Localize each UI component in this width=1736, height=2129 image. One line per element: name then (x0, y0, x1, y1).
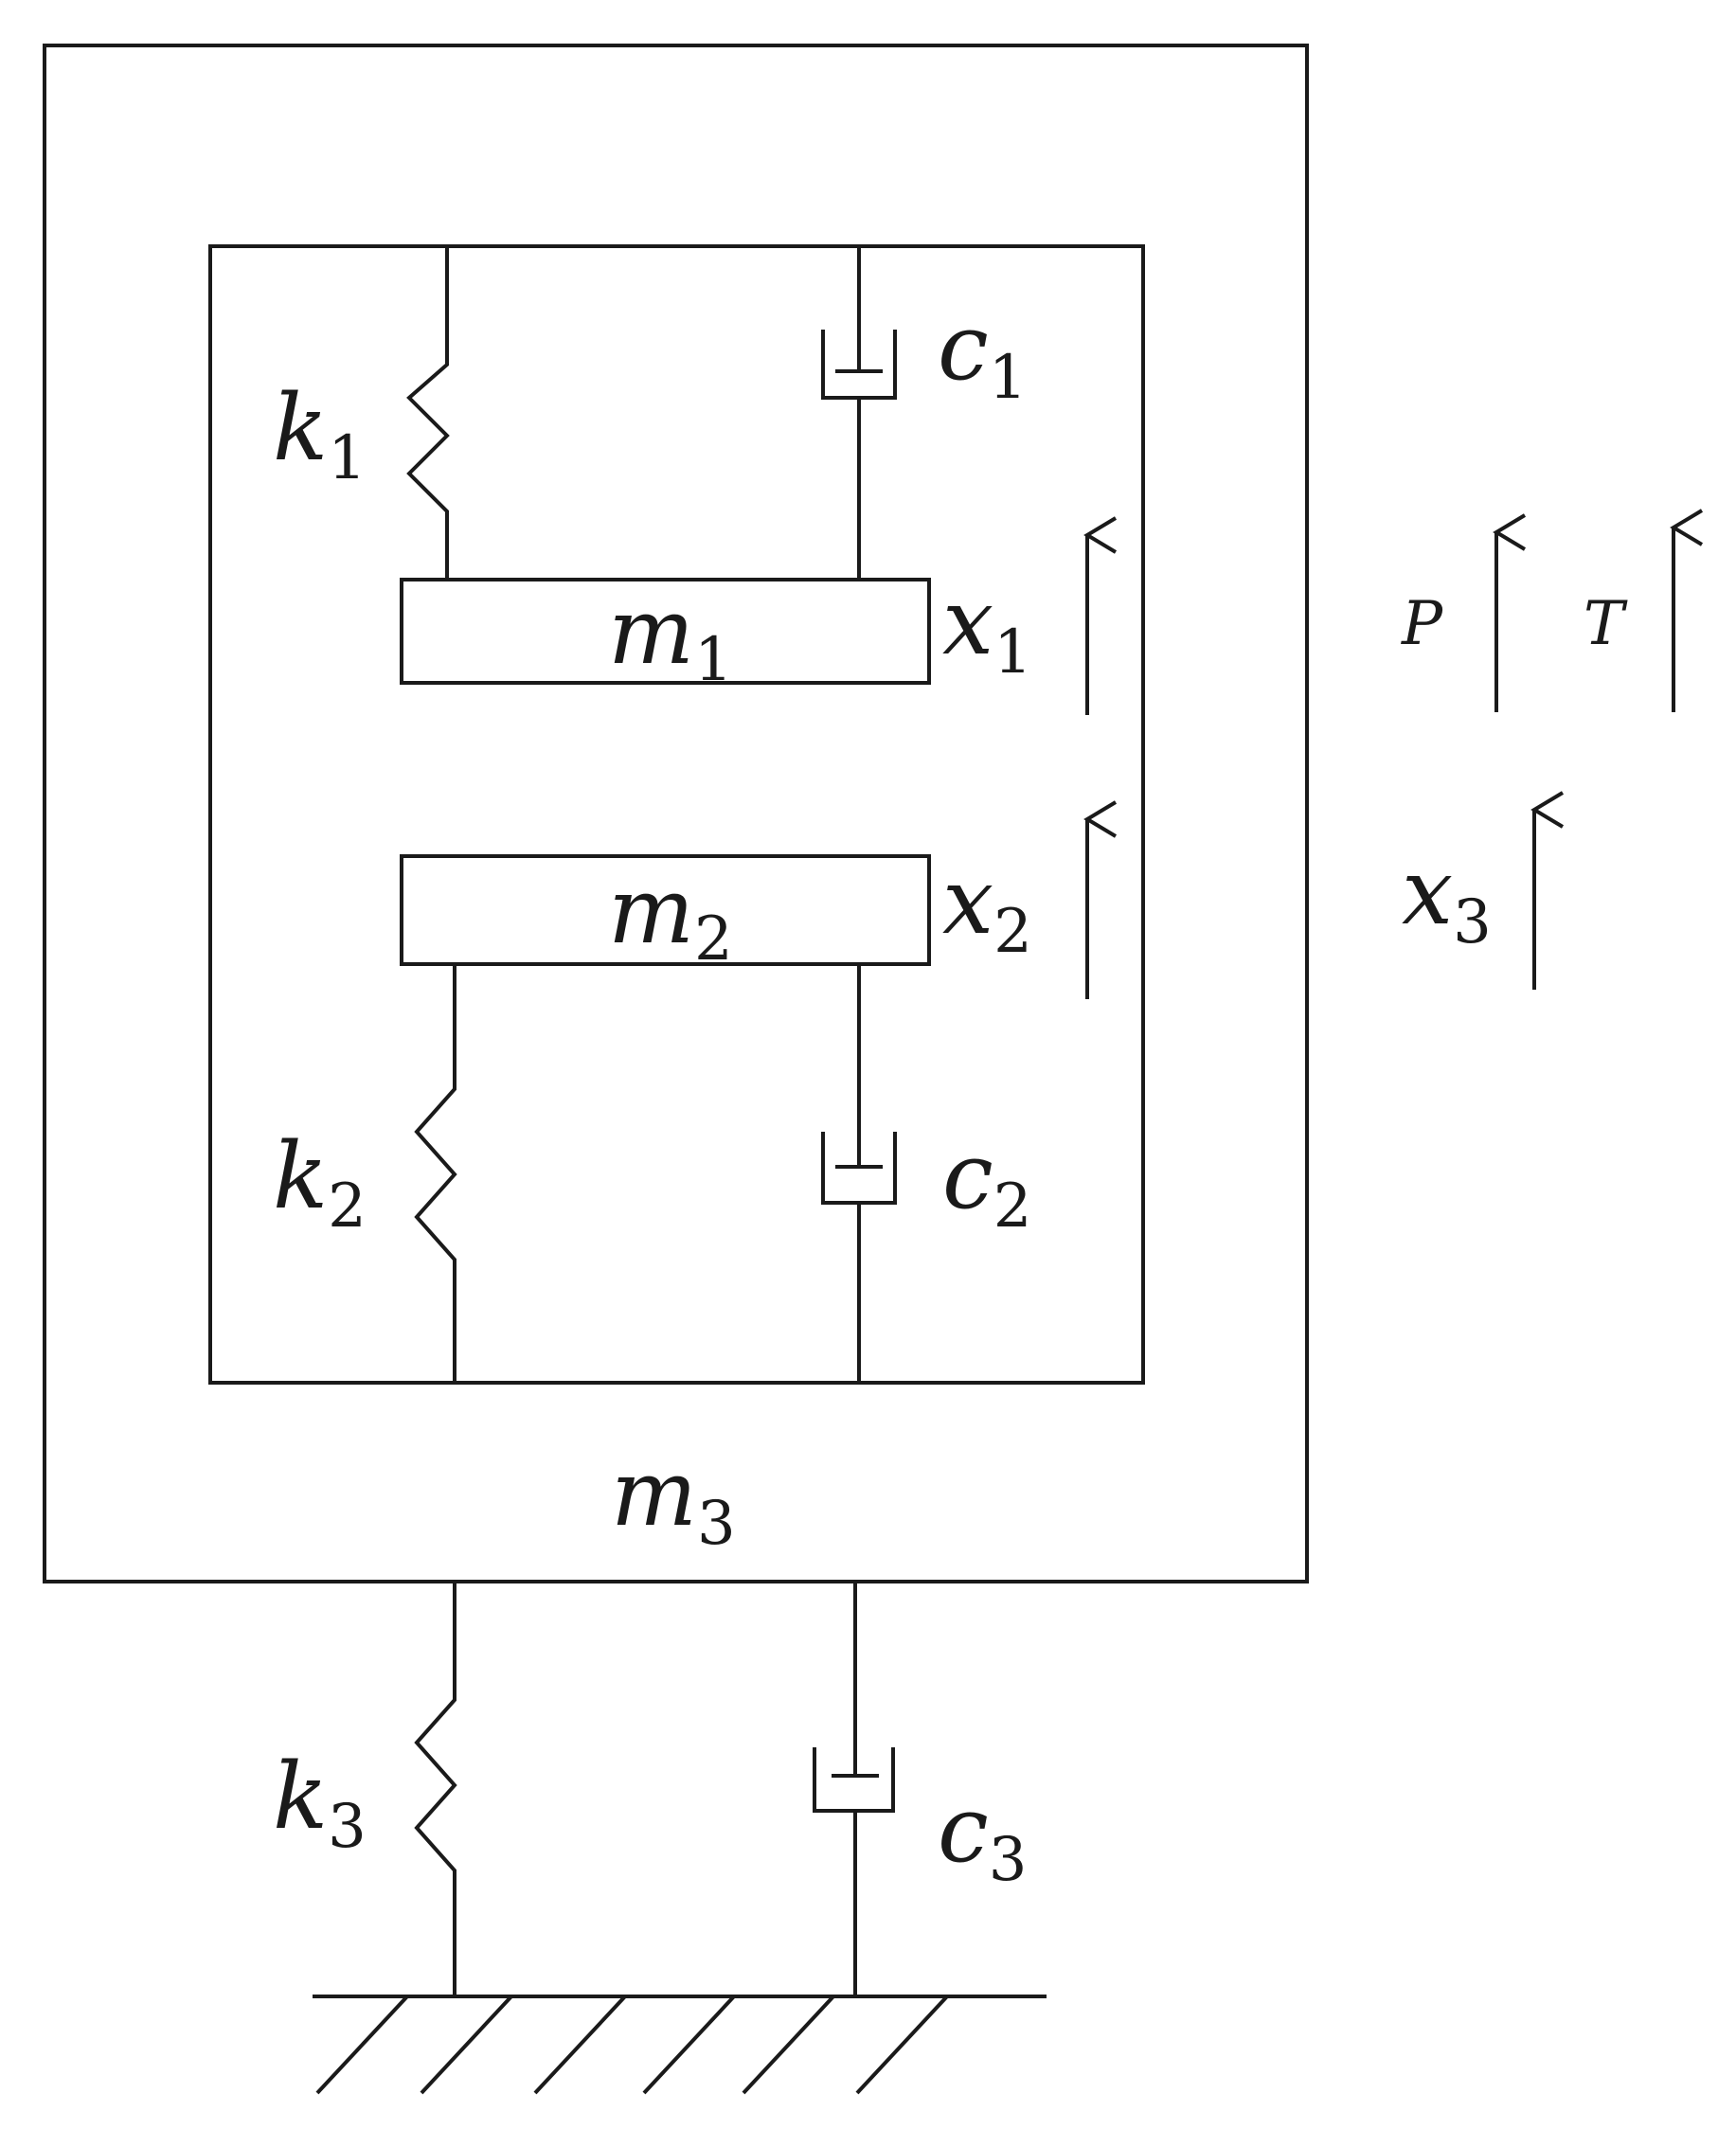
label-P: P (1401, 589, 1443, 659)
label-c2: c2 (942, 1123, 1031, 1242)
inner-housing (208, 244, 1145, 1385)
damper-c1 (821, 246, 897, 580)
damper-c3 (813, 1582, 895, 1996)
spring-k2 (414, 964, 457, 1383)
label-x2: x2 (942, 849, 1032, 967)
label-x3: x3 (1402, 839, 1492, 957)
label-k3: k3 (273, 1744, 367, 1862)
mass-block-m1 (400, 578, 931, 685)
label-m3: m3 (611, 1440, 736, 1559)
label-c3: c3 (938, 1777, 1027, 1895)
label-T: T (1584, 589, 1628, 659)
label-c1: c1 (938, 295, 1027, 413)
spring-k1 (406, 246, 450, 580)
spring-k3 (414, 1582, 457, 1996)
outer-mass-frame-m3 (43, 44, 1309, 1583)
label-x1: x1 (942, 569, 1032, 688)
damper-c2 (821, 964, 897, 1383)
mass-block-m2 (400, 854, 931, 966)
label-m2: m2 (608, 858, 733, 975)
label-m1: m1 (608, 579, 733, 695)
label-k1: k1 (273, 375, 367, 493)
ground (313, 1995, 1047, 2095)
label-k2: k2 (273, 1123, 367, 1242)
